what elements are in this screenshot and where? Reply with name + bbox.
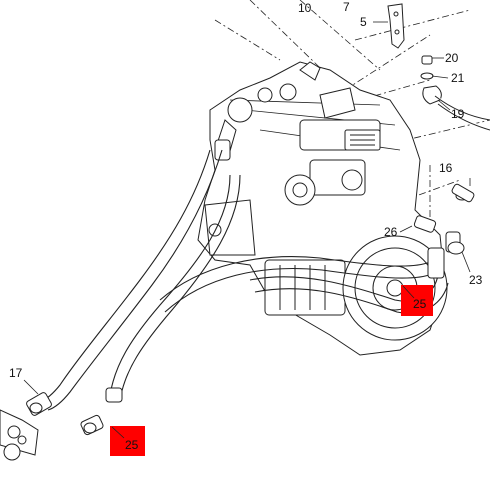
hotspot-25-lower[interactable]: 25 (110, 426, 145, 456)
hydraulic-hoses (39, 149, 449, 411)
callout-16: 16 (439, 161, 453, 175)
hose-end-fittings (26, 183, 475, 436)
callout-23: 23 (469, 273, 483, 287)
valve-block (0, 409, 39, 461)
bracket-part (387, 3, 405, 49)
callout-17: 17 (9, 366, 23, 380)
callout-5: 5 (360, 15, 367, 29)
hotspot-25-upper[interactable]: 25 (401, 285, 433, 316)
hotspot-25-lower-label: 25 (125, 438, 139, 452)
callout-20: 20 (445, 51, 459, 65)
engine-block (197, 61, 448, 356)
callout-7: 7 (343, 0, 350, 14)
callout-10: 10 (298, 1, 312, 15)
callout-labels: 10 7 5 20 21 19 16 26 23 17 (9, 0, 483, 380)
callout-19: 19 (451, 107, 465, 121)
callout-26: 26 (384, 225, 398, 239)
callout-leaders (23, 21, 471, 395)
hotspot-25-upper-label: 25 (413, 297, 427, 311)
callout-21: 21 (451, 71, 465, 85)
banjo-fitting-group (420, 55, 490, 131)
